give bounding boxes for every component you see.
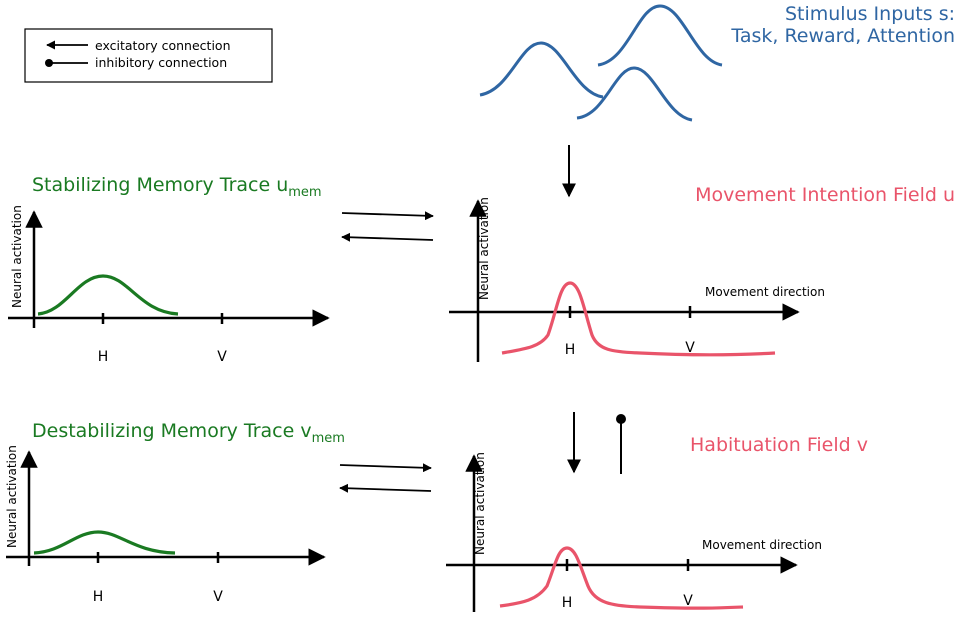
intention-activation-curve — [501, 281, 776, 357]
habituation-to-destabilizing-arrow — [339, 483, 432, 493]
legend: excitatory connection inhibitory connect… — [24, 28, 273, 83]
destabilizing-activation-curve — [33, 530, 176, 555]
stabilizing-label-v: V — [217, 349, 227, 365]
intention-ylabel: Neural activation — [477, 197, 491, 300]
intention-title: Movement Intention Field u — [695, 184, 955, 206]
legend-inhibitory-label: inhibitory connection — [95, 55, 227, 70]
stabilizing-ylabel: Neural activation — [10, 205, 24, 308]
stimulus-title-line1: Stimulus Inputs s: — [785, 3, 955, 25]
habituation-activation-curve — [499, 546, 744, 610]
stimulus-inputs: Stimulus Inputs s: Task, Reward, Attenti… — [479, 3, 955, 122]
stimulus-curve-left — [479, 41, 604, 99]
habituation-field-panel: Habituation Field v Neural activation Mo… — [446, 434, 868, 612]
habituation-label-h: H — [562, 595, 573, 611]
habituation-title: Habituation Field v — [690, 434, 868, 456]
stabilizing-memory-panel: Stabilizing Memory Trace umem Neural act… — [8, 174, 330, 365]
destabilizing-label-h: H — [93, 589, 104, 605]
stimulus-title-line2: Task, Reward, Attention — [730, 25, 955, 47]
habituation-label-v: V — [683, 593, 693, 609]
habituation-xlabel: Movement direction — [702, 538, 822, 552]
stimulus-curve-center — [576, 66, 693, 122]
inhibitory-dot-icon — [45, 59, 53, 67]
intention-to-stabilizing-arrow — [341, 232, 434, 242]
stabilizing-activation-curve — [37, 274, 179, 316]
legend-box — [24, 28, 273, 83]
destabilizing-memory-panel: Destabilizing Memory Trace vmem Neural a… — [5, 420, 345, 605]
intention-xlabel: Movement direction — [705, 285, 825, 299]
habituation-ylabel: Neural activation — [473, 452, 487, 555]
stabilizing-label-h: H — [98, 349, 109, 365]
destabilizing-ylabel: Neural activation — [5, 445, 19, 548]
stimulus-curve-right — [597, 4, 723, 67]
destabilizing-title: Destabilizing Memory Trace vmem — [32, 420, 345, 446]
intention-label-h: H — [565, 342, 576, 358]
destabilizing-label-v: V — [213, 589, 223, 605]
destabilizing-to-habituation-arrow — [339, 463, 432, 473]
stabilizing-title: Stabilizing Memory Trace umem — [32, 174, 322, 200]
intention-label-v: V — [685, 340, 695, 356]
intention-field-panel: Movement Intention Field u Neural activa… — [449, 184, 955, 362]
inhibition-dot-icon — [616, 414, 626, 424]
legend-excitatory-label: excitatory connection — [95, 38, 231, 53]
stabilizing-to-intention-arrow — [341, 211, 434, 221]
